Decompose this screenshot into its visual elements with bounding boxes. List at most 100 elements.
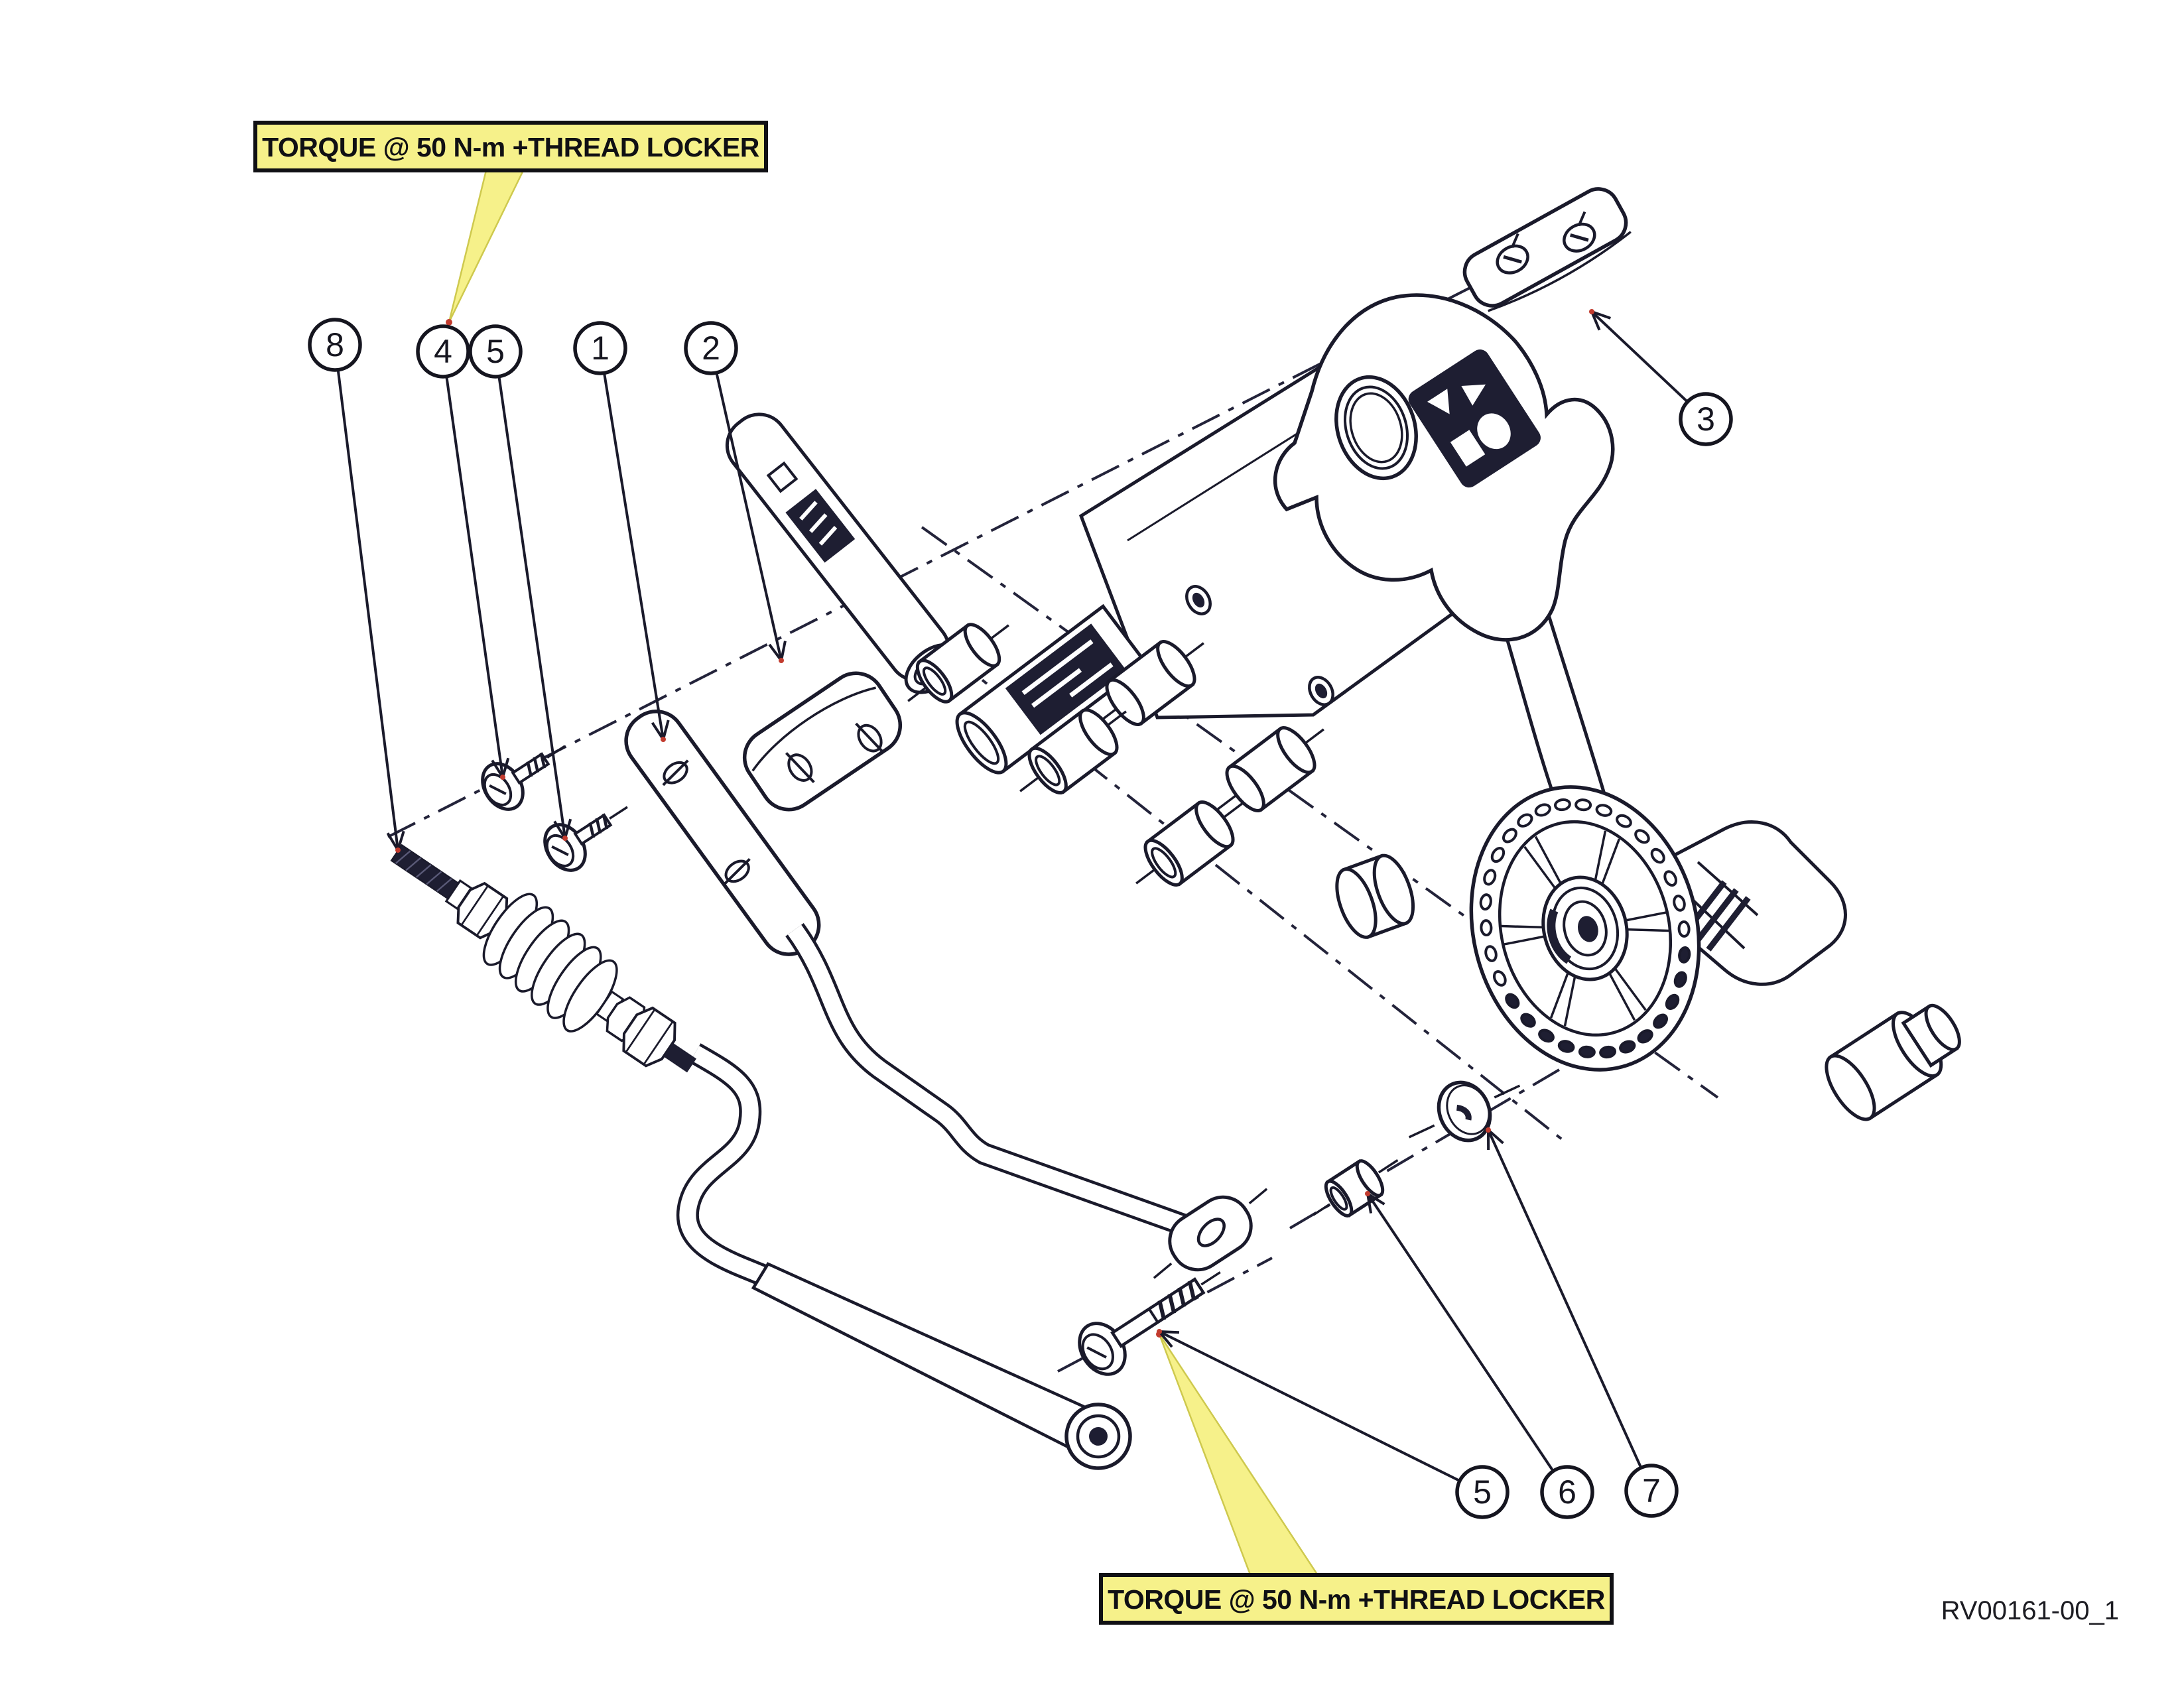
callout-anchor-bracket: 1	[573, 321, 670, 742]
torsion-bar-eye	[1064, 1403, 1132, 1470]
leader-line	[1366, 1192, 1554, 1472]
sprocket-hole	[1663, 870, 1678, 887]
swingarm-cross-tube	[955, 603, 1149, 775]
leader-tip-marker	[1157, 1329, 1162, 1334]
sprocket-spoke-edge	[1563, 973, 1577, 1027]
callout-clamp-block: 2	[684, 321, 787, 663]
leader-arrowhead	[1591, 310, 1611, 320]
sprocket	[1469, 785, 1701, 1072]
callout-washer: 7	[1486, 1127, 1679, 1518]
callout-circle	[684, 321, 738, 375]
callout-number: 1	[591, 330, 610, 367]
tube-square-hole	[766, 461, 799, 493]
callout-circle	[416, 324, 470, 379]
sprocket-hole	[1534, 803, 1551, 817]
end-plug	[1335, 853, 1415, 939]
leader-tip-marker	[1365, 1191, 1370, 1196]
block-slot	[785, 752, 815, 784]
callout-flange-bolt-upper: 4	[416, 324, 510, 780]
sprocket-hole	[1599, 1045, 1616, 1059]
sprocket-hole	[1595, 804, 1613, 817]
leader-arrowhead	[768, 643, 783, 662]
callout-number: 5	[486, 333, 505, 370]
bracket-hole	[662, 759, 689, 786]
leader-arrowhead	[662, 720, 670, 740]
sprocket-spoke-edge	[1504, 934, 1548, 946]
sprocket-spoke-edge	[1607, 970, 1636, 1021]
callout-circle	[468, 324, 523, 379]
sprocket-hole	[1673, 895, 1686, 912]
bracket-hole	[724, 857, 751, 885]
support-arm	[785, 923, 1268, 1279]
leader-arrowhead	[1158, 1330, 1173, 1348]
sprocket-hole	[1650, 847, 1665, 864]
axle-stub	[1825, 1003, 1961, 1121]
sprocket-hole	[1653, 1013, 1668, 1029]
leader-line	[336, 370, 399, 851]
retainer-plate	[1462, 187, 1632, 312]
leader-arrowhead	[780, 641, 787, 661]
support-arm-tab	[1153, 1188, 1268, 1279]
gusset-hole-1	[1185, 585, 1212, 615]
pivot-bolt	[1078, 1271, 1221, 1376]
thread-stub	[663, 1042, 696, 1073]
torque-note-bottom-box	[1099, 1573, 1614, 1625]
callout-flange-bolt-lower: 5	[468, 324, 572, 841]
leader-arrowhead	[1590, 311, 1601, 331]
callout-number: 8	[326, 326, 344, 363]
leader-arrowhead	[501, 757, 510, 778]
leader-arrowhead	[564, 818, 572, 839]
bushing	[1217, 726, 1324, 812]
sprocket-spokes	[1501, 830, 1669, 1027]
leader-line	[1590, 310, 1688, 403]
callout-circle	[1679, 392, 1733, 446]
wedge-tip-marker	[446, 319, 452, 326]
leader-tip-marker	[661, 737, 666, 742]
callout-number: 5	[1473, 1473, 1492, 1511]
torque-note-top: TORQUE @ 50 N-m +THREAD LOCKER	[253, 121, 768, 172]
sprocket-hole	[1554, 798, 1571, 812]
leader-line	[1487, 1129, 1642, 1468]
leader-tip-marker	[1486, 1127, 1491, 1133]
sprocket-hole	[1557, 1040, 1575, 1053]
callout-circle	[308, 318, 362, 372]
centerline-bushing-row-lower	[861, 584, 1567, 1143]
bushing	[1097, 640, 1204, 726]
washer	[1408, 1080, 1521, 1143]
sprocket-spoke-edge	[1549, 969, 1571, 1019]
flange-bolt-upper	[481, 745, 566, 811]
sprocket-hole	[1637, 1029, 1653, 1044]
sprocket-hole	[1665, 993, 1680, 1011]
leader-arrowhead	[1487, 1129, 1504, 1145]
leader-line	[445, 377, 504, 778]
sprocket-hole	[1480, 919, 1493, 937]
sprocket-hole	[1619, 1040, 1636, 1054]
sprocket-hole	[1502, 828, 1517, 844]
sprocket-spoke-edge	[1612, 965, 1647, 1011]
sprocket-hole	[1578, 1045, 1596, 1058]
sprocket-hole	[1479, 893, 1492, 911]
bushing	[1135, 800, 1243, 887]
callout-number: 7	[1642, 1472, 1661, 1509]
reference-code: RV00161-00_1	[1941, 1596, 2119, 1625]
sprocket-hole	[1484, 945, 1498, 962]
coil-spring	[482, 893, 618, 1033]
leader-tip-marker	[500, 775, 505, 780]
sprocket-hole	[1517, 813, 1533, 828]
leader-line	[603, 373, 665, 740]
callout-spring-preload-adjuster: 8	[308, 318, 405, 853]
torque-note-bottom: TORQUE @ 50 N-m +THREAD LOCKER	[1099, 1573, 1614, 1625]
torque-note-bottom-text: TORQUE @ 50 N-m +THREAD LOCKER	[1108, 1584, 1605, 1615]
sprocket-hole	[1678, 946, 1691, 964]
leader-arrowhead	[651, 721, 665, 741]
sprocket-hole	[1505, 993, 1520, 1009]
callout-spacer-bushing: 6	[1365, 1191, 1594, 1519]
sprocket-hole	[1574, 798, 1592, 812]
callout-number: 2	[702, 330, 720, 367]
sprocket-hole	[1492, 970, 1507, 987]
leader-tip-marker	[779, 658, 784, 663]
callout-number: 4	[434, 333, 452, 370]
sprocket-hole	[1538, 1029, 1555, 1043]
callout-number: 3	[1697, 401, 1715, 438]
